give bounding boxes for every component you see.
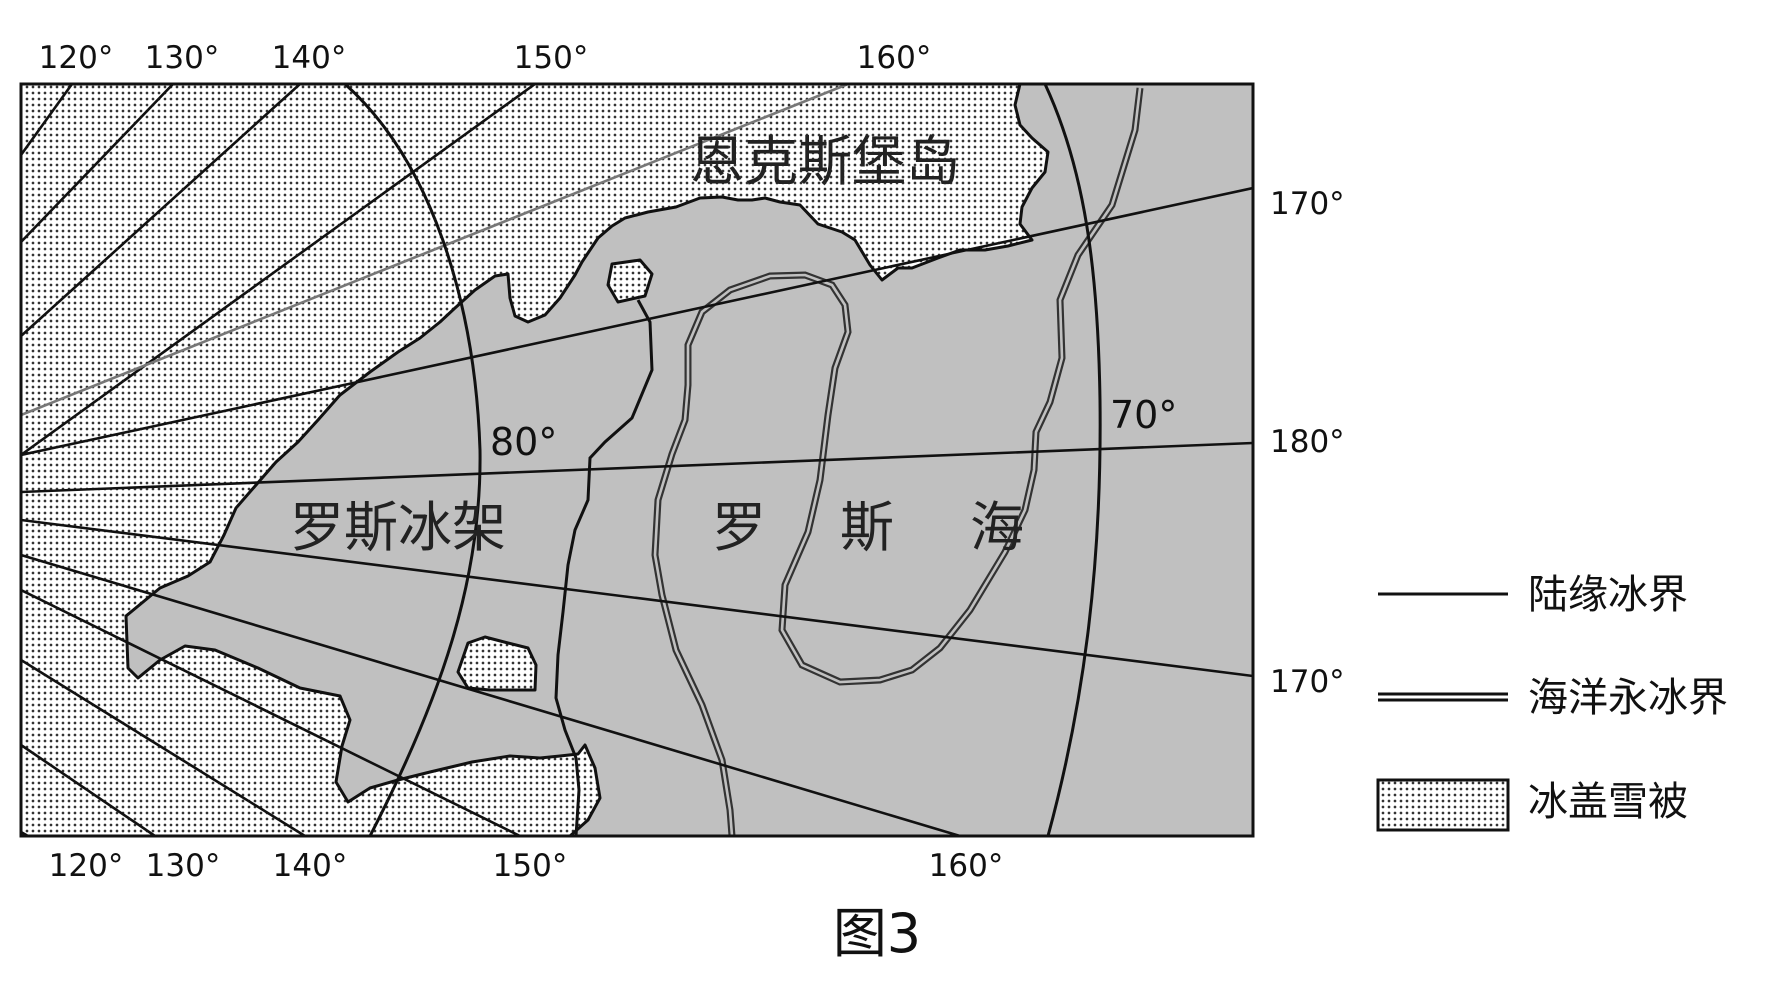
islet-south [456,635,538,692]
legend: 陆缘冰界 海洋永冰界 冰盖雪被 [1376,572,1728,832]
sea-permanent-ice-boundary-inner [653,87,1142,836]
longitude-label-top: 130° [145,40,220,76]
map-area [21,84,1253,836]
longitude-label-bottom: 150° [493,848,568,884]
longitude-label-bottom: 160° [929,848,1004,884]
legend-symbol-dotted-fill [1376,778,1510,832]
longitude-label-top: 150° [514,40,589,76]
longitude-label-top: 160° [857,40,932,76]
figure-caption: 图3 [833,902,921,965]
longitude-label-bottom: 130° [146,848,221,884]
place-label-sea-char: 罗 [712,496,766,559]
longitude-label-right: 180° [1270,424,1345,460]
latitude-label-70: 70° [1110,393,1177,437]
longitude-label-bottom: 140° [273,848,348,884]
latitude-label-80: 80° [490,420,557,464]
latitude-80-arc [343,84,482,836]
longitude-label-right: 170° [1270,186,1345,222]
place-label-island: 恩克斯堡岛 [690,130,960,193]
latitude-70-arc [1043,84,1102,836]
longitude-label-top: 140° [272,40,347,76]
longitude-label-top: 120° [39,40,114,76]
legend-label-sea-ice-boundary: 海洋永冰界 [1528,675,1728,721]
place-label-sea-char: 海 [970,496,1024,559]
meridian-line-grey [21,84,849,417]
legend-label-land-ice-boundary: 陆缘冰界 [1528,572,1688,618]
place-label-sea-char: 斯 [840,496,894,559]
ross-sea-and-ice-shelf-area [124,84,1253,836]
map-frame [19,82,1255,838]
longitude-label-right: 170° [1270,664,1345,700]
place-label-ice-shelf: 罗斯冰架 [290,496,506,559]
islet-north [606,258,654,304]
ice-shelf-front-line [554,299,654,836]
longitude-label-bottom: 120° [49,848,124,884]
legend-label-ice-snow-cover: 冰盖雪被 [1528,779,1688,825]
meridian-lines [21,84,1253,836]
